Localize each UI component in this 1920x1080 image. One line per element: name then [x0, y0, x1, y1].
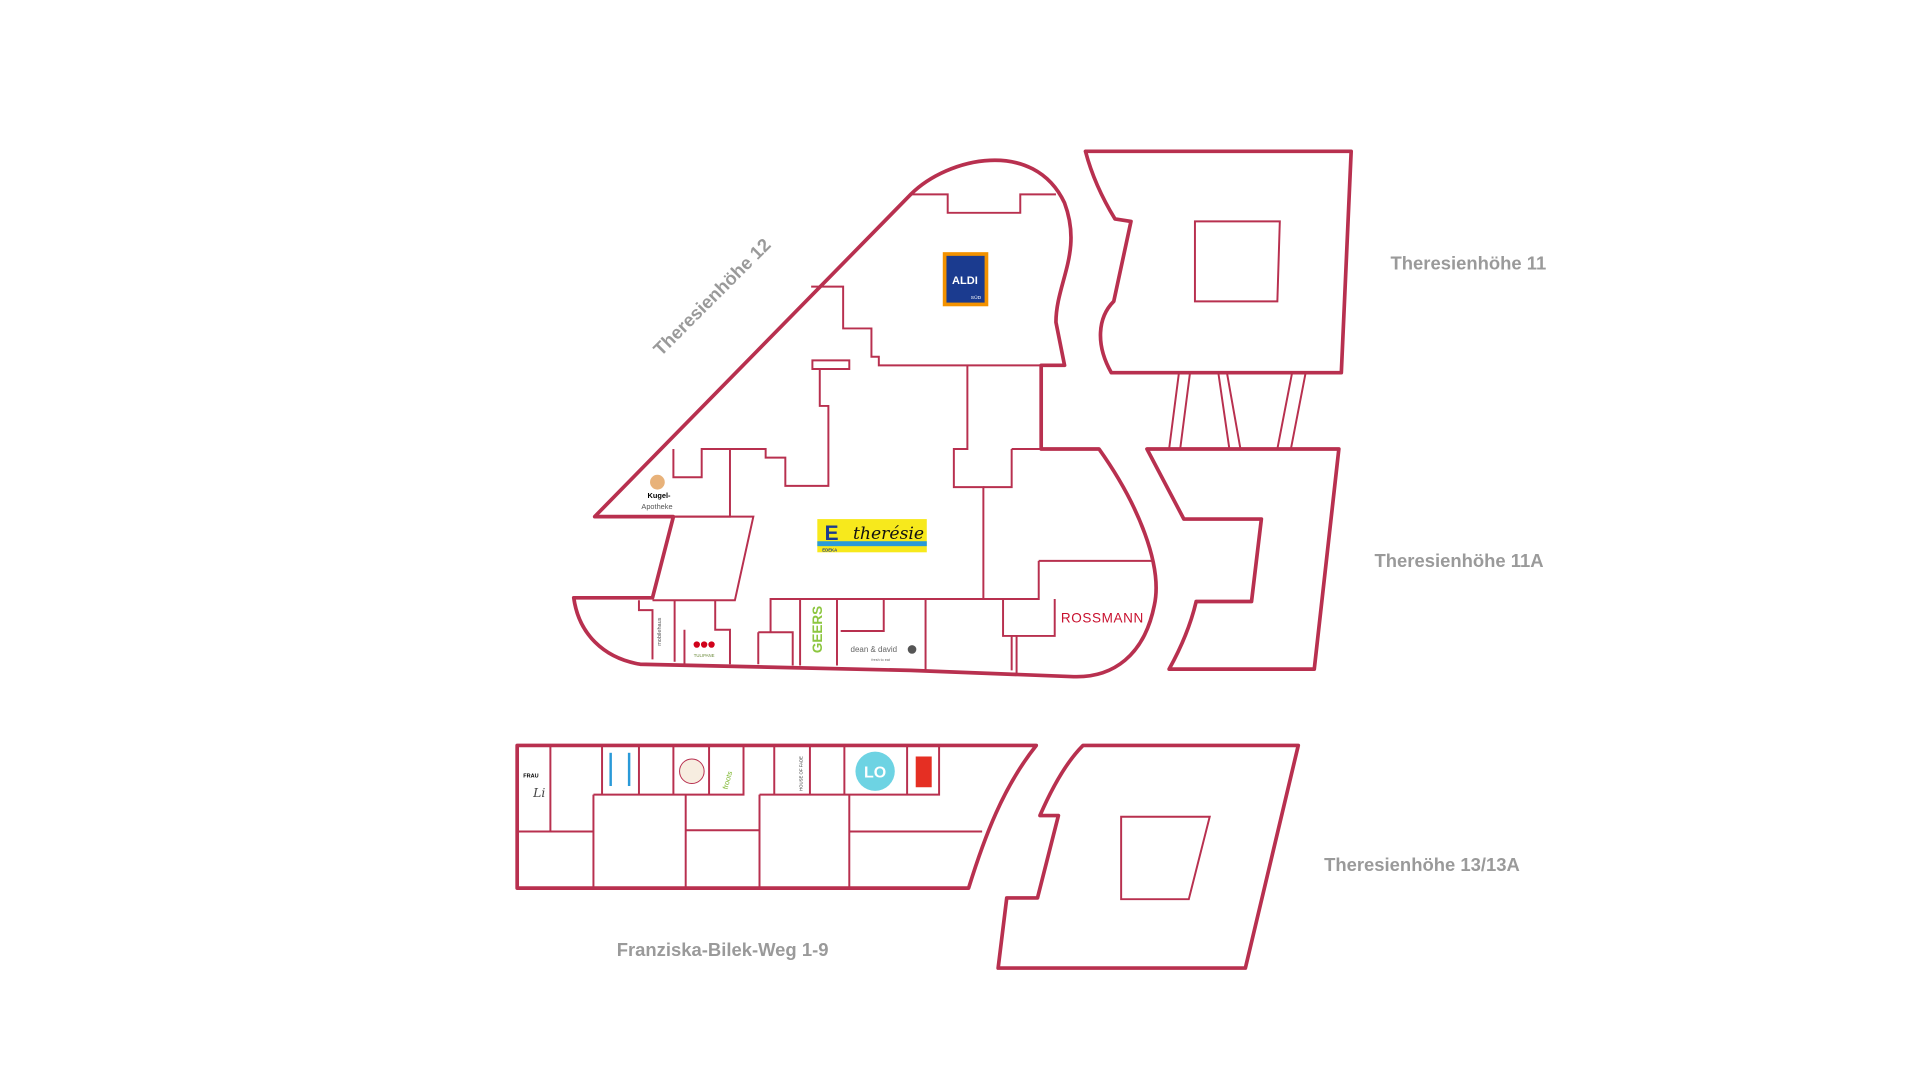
- frau-li-label-2: Li: [532, 786, 545, 800]
- bridges: [1168, 372, 1307, 450]
- label-theresienhoehe-13: Theresienhöhe 13/13A: [1324, 854, 1520, 875]
- apotheke-label-2: Apotheke: [641, 502, 672, 511]
- store-stationery[interactable]: [609, 752, 631, 787]
- store-rossmann[interactable]: ROSSMANN: [1061, 610, 1144, 625]
- frau-li-label-1: FRAU: [523, 773, 538, 779]
- edeka-label: EDEKA: [822, 548, 837, 553]
- store-froots[interactable]: froots: [721, 770, 735, 790]
- lo-label: LO: [864, 764, 886, 781]
- label-theresienhoehe-11a: Theresienhöhe 11A: [1375, 550, 1544, 571]
- store-tulipane[interactable]: TULIPANE: [693, 641, 715, 658]
- building-franziska-bilek-weg[interactable]: [515, 743, 1039, 890]
- theresie-label: therésie: [853, 524, 924, 544]
- building-theresienhoehe-13[interactable]: [996, 743, 1301, 970]
- building-theresienhoehe-11[interactable]: [1083, 149, 1354, 375]
- store-round-logo[interactable]: [679, 758, 705, 785]
- dean-david-sub: fresh to eat: [871, 658, 889, 662]
- label-franziska-bilek-weg: Franziska-Bilek-Weg 1-9: [617, 939, 829, 960]
- store-geers[interactable]: GEERS: [810, 606, 825, 653]
- tulipane-label: TULIPANE: [694, 653, 715, 658]
- store-mobilehaus[interactable]: mobilehaus: [657, 617, 663, 645]
- label-theresienhoehe-12: Theresienhöhe 12: [649, 234, 775, 360]
- store-red-logo[interactable]: [915, 756, 932, 788]
- aldi-logo-text: ALDI: [952, 275, 978, 287]
- building-theresienhoehe-12[interactable]: [571, 158, 1158, 679]
- apotheke-label-1: Kugel-: [648, 491, 671, 500]
- apotheke-ball-icon: [650, 474, 665, 490]
- store-kugel-apotheke[interactable]: Kugel- Apotheke: [641, 474, 673, 511]
- store-house-of-fade[interactable]: HOUSE OF FADE: [799, 756, 804, 791]
- dean-david-label: dean & david: [851, 645, 898, 654]
- label-theresienhoehe-11: Theresienhöhe 11: [1391, 252, 1547, 273]
- store-frau-li[interactable]: FRAU Li: [523, 773, 545, 800]
- bowl-icon: [907, 645, 917, 654]
- store-aldi[interactable]: ALDI SÜD: [942, 252, 989, 307]
- building-theresienhoehe-11a[interactable]: [1145, 447, 1341, 672]
- aldi-logo-sub: SÜD: [971, 294, 982, 301]
- edeka-e: E: [825, 522, 839, 545]
- store-dean-david[interactable]: dean & david fresh to eat: [851, 645, 917, 662]
- store-lo[interactable]: LO: [855, 751, 895, 791]
- store-edeka-theresie[interactable]: E EDEKA therésie: [817, 519, 927, 553]
